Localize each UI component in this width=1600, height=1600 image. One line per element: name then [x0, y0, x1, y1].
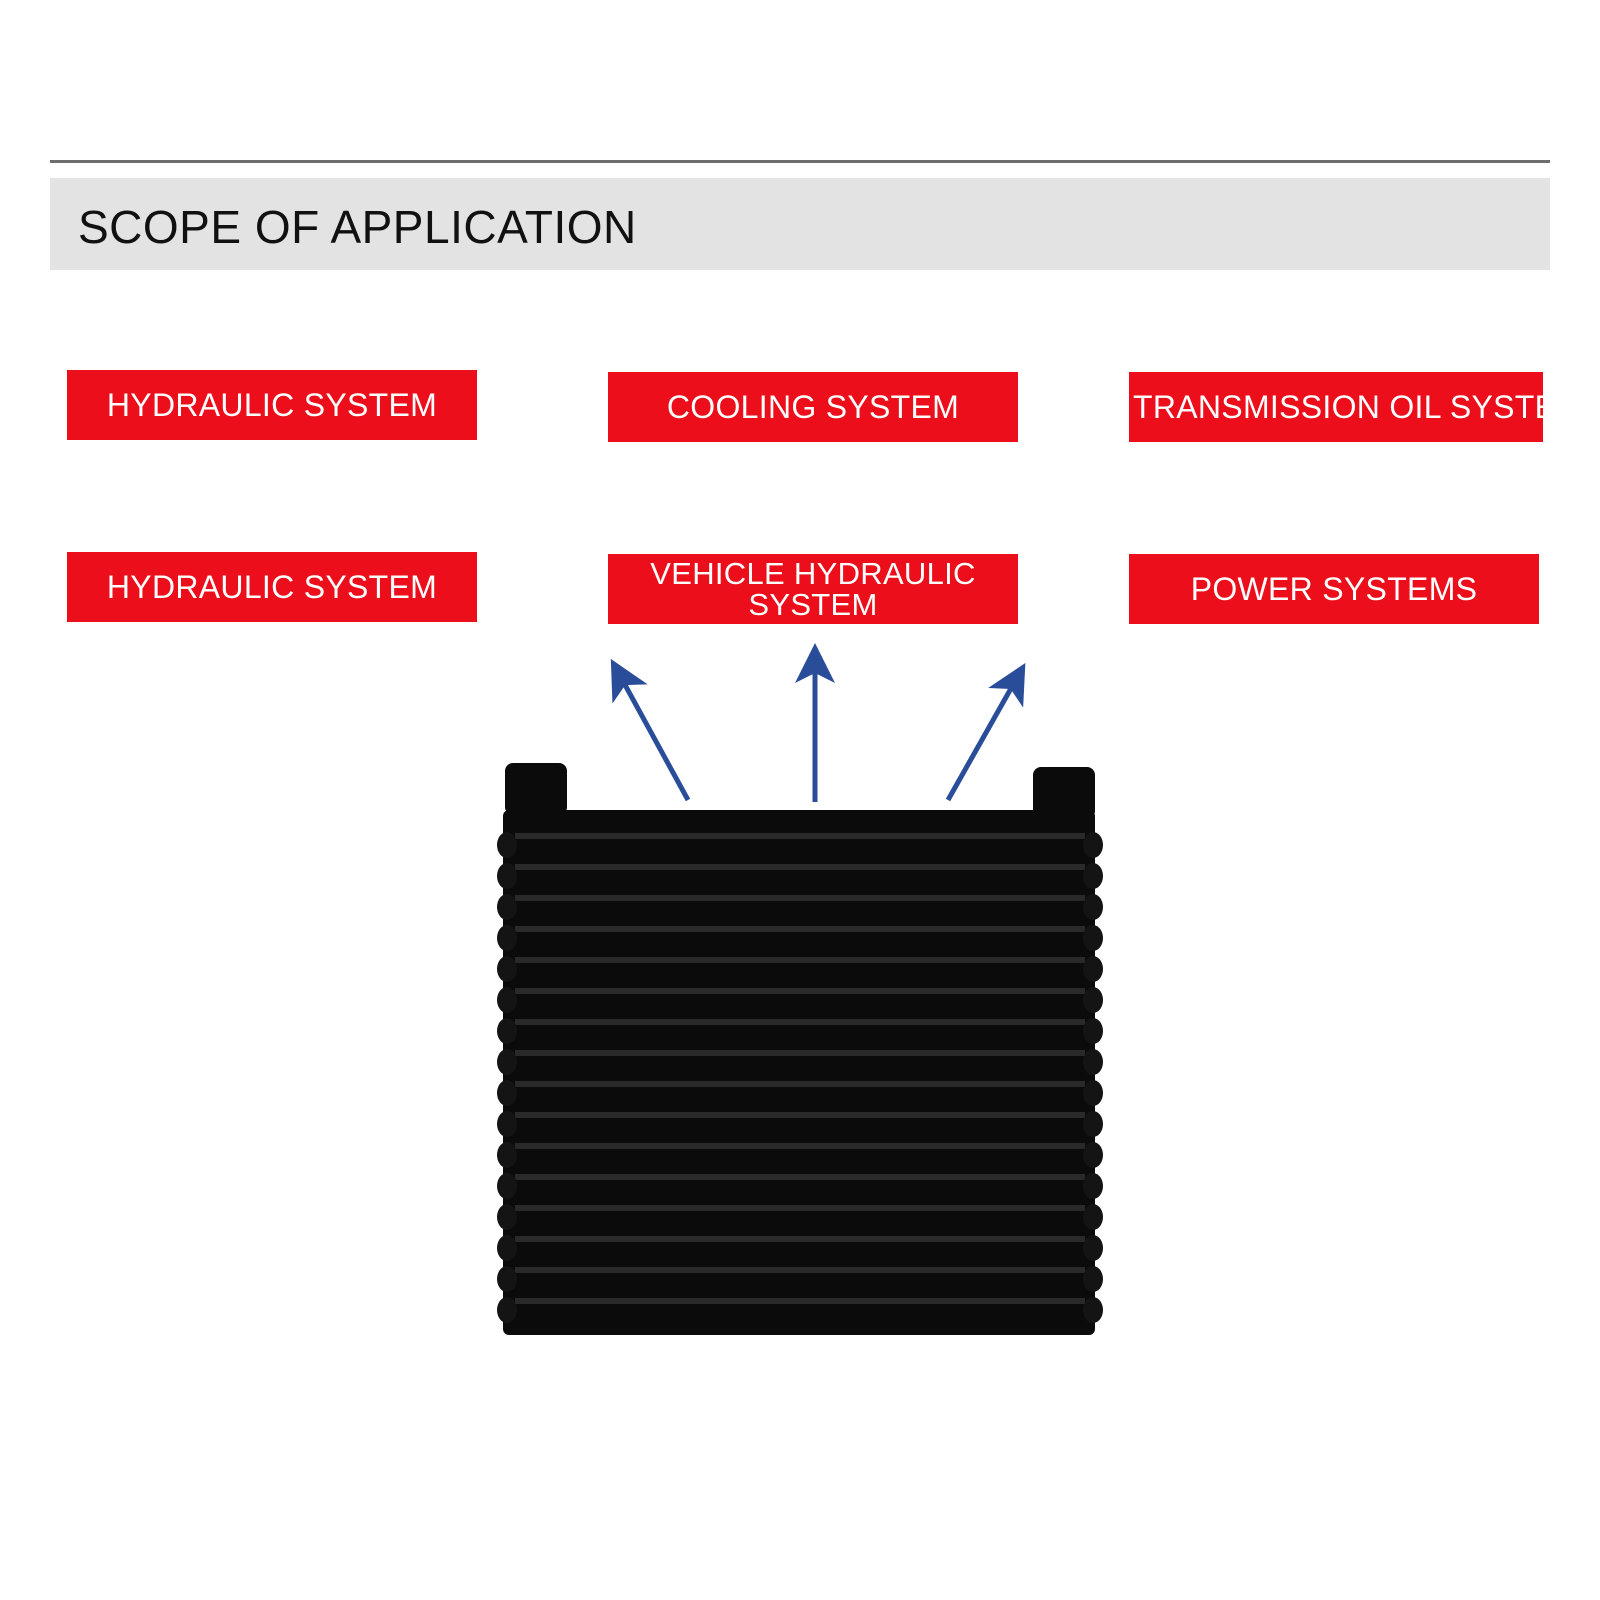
cooler-fin-edge-left [497, 1173, 517, 1199]
cooler-fin-edge-left [497, 987, 517, 1013]
cooler-fin-edge-left [497, 1235, 517, 1261]
cooler-fin-edge-right [1083, 894, 1103, 920]
arrow-left-icon [610, 658, 691, 802]
section-header: SCOPE OF APPLICATION [50, 178, 1550, 270]
application-tag-vehicle-hydraulic-system: VEHICLE HYDRAULIC SYSTEM [608, 554, 1018, 624]
cooler-fin-edge-right [1083, 1297, 1103, 1323]
cooler-fin-edge-left [497, 1142, 517, 1168]
application-tag-hydraulic-system: HYDRAULIC SYSTEM [67, 370, 477, 440]
cooler-fin [515, 988, 1085, 994]
cooler-fin-edge-right [1083, 1204, 1103, 1230]
cooler-fin [515, 1298, 1085, 1304]
cooler-fin-edge-right [1083, 925, 1103, 951]
left-port-icon [505, 763, 567, 815]
cooler-fin-edge-right [1083, 1080, 1103, 1106]
cooler-fin [515, 1205, 1085, 1211]
cooler-fin-edge-left [497, 1018, 517, 1044]
cooler-fin-edge-left [497, 1204, 517, 1230]
cooler-fin [515, 957, 1085, 963]
top-divider [50, 160, 1550, 163]
cooler-fin-edge-left [497, 956, 517, 982]
cooler-fin [515, 1143, 1085, 1149]
cooler-fin-edge-left [497, 1297, 517, 1323]
cooler-fin-edge-left [497, 1049, 517, 1075]
cooler-fin-edge-left [497, 1266, 517, 1292]
application-tag-cooling-system: COOLING SYSTEM [608, 372, 1018, 442]
cooler-fin-edge-left [497, 1080, 517, 1106]
cooler-fin-edge-right [1083, 1142, 1103, 1168]
cooler-fin [515, 1112, 1085, 1118]
cooler-fin [515, 1236, 1085, 1242]
cooler-fin-edge-right [1083, 987, 1103, 1013]
cooler-fin [515, 1019, 1085, 1025]
cooler-fin-edge-left [497, 863, 517, 889]
application-tag-power-systems: POWER SYSTEMS [1129, 554, 1539, 624]
cooler-fin [515, 1081, 1085, 1087]
cooler-fin-edge-right [1083, 1049, 1103, 1075]
cooler-fin [515, 1267, 1085, 1273]
cooler-fin [515, 895, 1085, 901]
cooler-fin [515, 864, 1085, 870]
cooler-fin-edge-right [1083, 1266, 1103, 1292]
oil-cooler-image [497, 763, 1103, 1335]
cooler-fin-edge-right [1083, 1173, 1103, 1199]
cooler-fin-edge-right [1083, 832, 1103, 858]
application-tag-transmission-oil-system: TRANSMISSION OIL SYSTEM [1129, 372, 1543, 442]
cooler-fin-edge-left [497, 894, 517, 920]
section-title: SCOPE OF APPLICATION [78, 201, 637, 253]
cooler-fin-edge-right [1083, 956, 1103, 982]
cooler-fin [515, 926, 1085, 932]
cooler-fin-edge-left [497, 925, 517, 951]
cooler-fin-edge-right [1083, 863, 1103, 889]
right-port-icon [1033, 767, 1095, 819]
cooler-fin-edge-right [1083, 1111, 1103, 1137]
arrow-right-icon [945, 662, 1026, 802]
cooler-fin-edge-right [1083, 1018, 1103, 1044]
cooler-fin [515, 833, 1085, 839]
cooler-fin-edge-left [497, 832, 517, 858]
cooler-fin [515, 1174, 1085, 1180]
application-tag-hydraulic-system-2: HYDRAULIC SYSTEM [67, 552, 477, 622]
cooler-fin [515, 1050, 1085, 1056]
cooler-fin-edge-left [497, 1111, 517, 1137]
cooler-fin-edge-right [1083, 1235, 1103, 1261]
